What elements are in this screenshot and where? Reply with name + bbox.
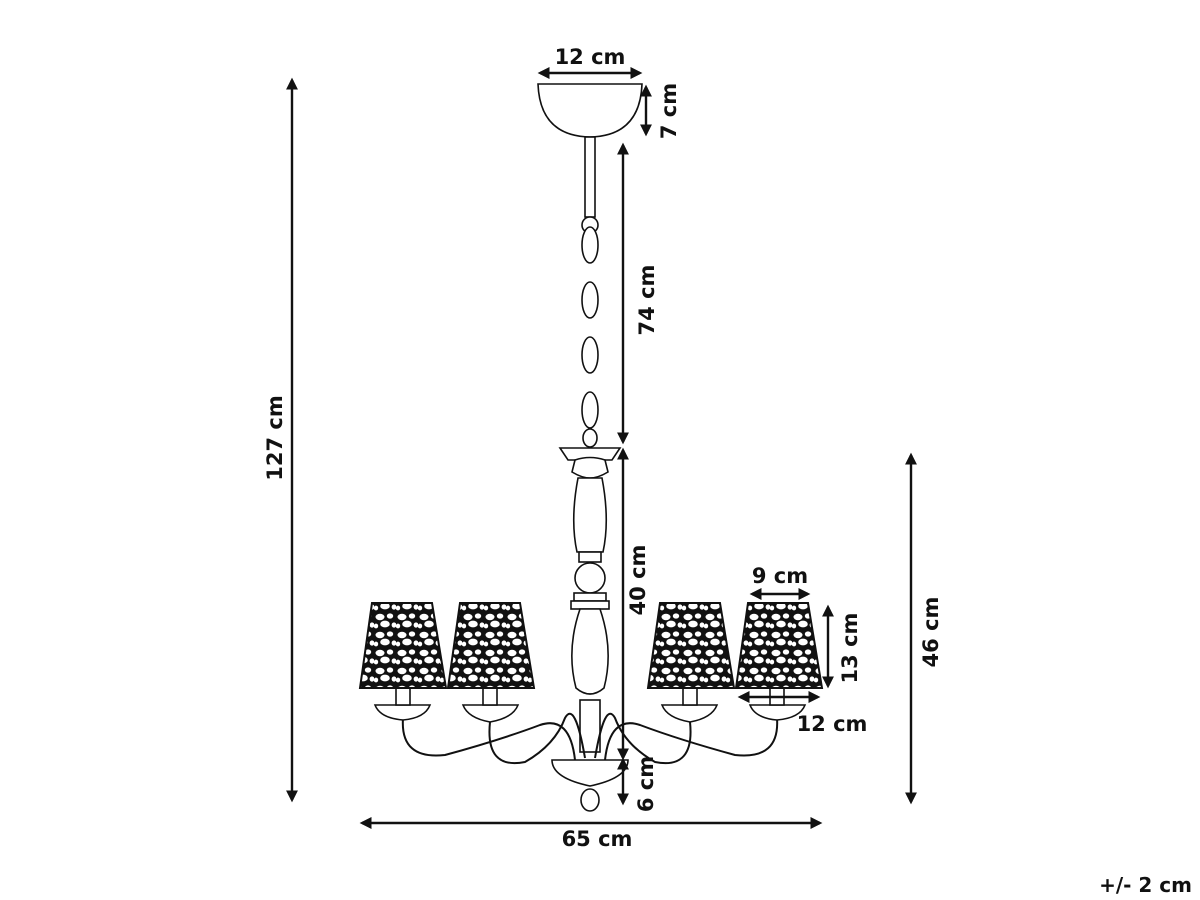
- canopy-width-label: 12 cm: [555, 45, 626, 69]
- canopy-height-label: 7 cm: [657, 83, 681, 139]
- lamp-shade: [358, 602, 448, 689]
- arms: [401, 712, 779, 765]
- lamp-shade: [734, 602, 824, 689]
- shade-height-label: 13 cm: [838, 613, 862, 684]
- dimension-labels: 12 cm 7 cm 74 cm 127 cm 40 cm 6 cm 9 cm …: [263, 45, 1192, 897]
- lamp-shades: [358, 602, 824, 689]
- chain: [581, 216, 599, 448]
- lamp-shade: [646, 602, 736, 689]
- shade-top-width-label: 9 cm: [752, 564, 808, 588]
- overall-width-label: 65 cm: [562, 827, 633, 851]
- dimension-lines: [286, 67, 917, 829]
- bottom-height-label: 6 cm: [634, 756, 658, 812]
- chandelier-drawing: [358, 83, 824, 812]
- tolerance-label: +/- 2 cm: [1099, 873, 1192, 897]
- candle-cups: [373, 687, 807, 723]
- body-height-label: 40 cm: [626, 545, 650, 616]
- fixture-height-label: 46 cm: [919, 597, 943, 668]
- lamp-shade: [446, 602, 536, 689]
- body-column: [551, 447, 629, 812]
- total-height-label: 127 cm: [263, 395, 287, 480]
- hanging-rod: [584, 136, 596, 218]
- ceiling-canopy: [537, 83, 643, 138]
- shade-bottom-width-label: 12 cm: [797, 712, 868, 736]
- chain-length-label: 74 cm: [635, 265, 659, 336]
